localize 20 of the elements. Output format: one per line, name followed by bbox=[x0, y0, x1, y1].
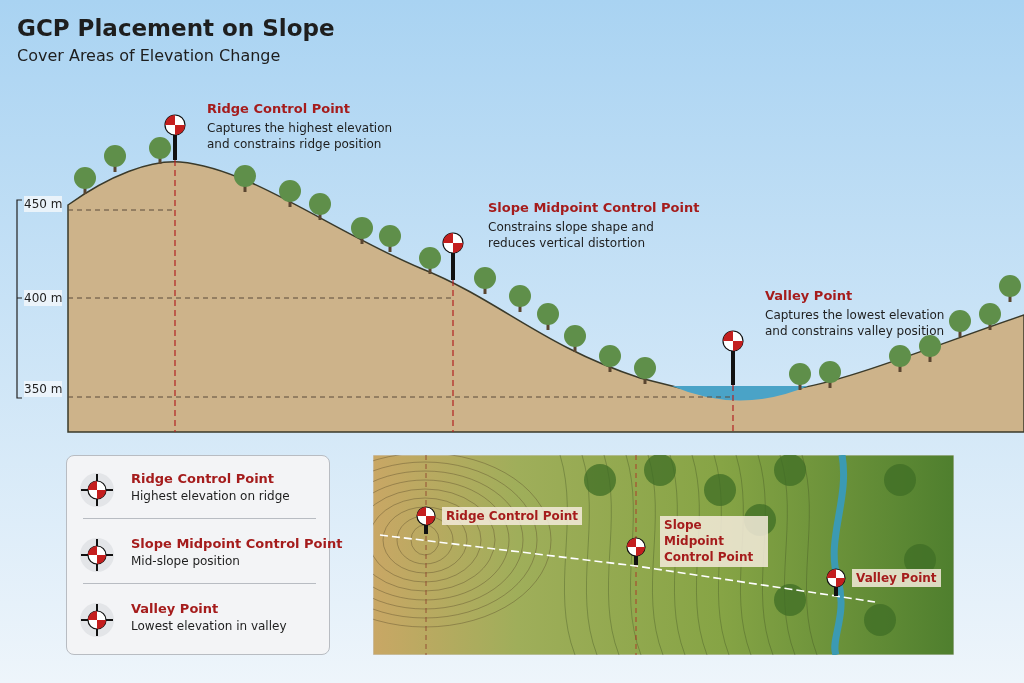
map-label: Ridge Control Point bbox=[442, 507, 583, 526]
map-label: Valley Point bbox=[852, 569, 941, 588]
elevation-value: 350 m bbox=[24, 381, 63, 398]
legend-title: Ridge Control Point bbox=[131, 470, 275, 488]
legend-description: Lowest elevation in valley bbox=[131, 618, 287, 635]
callout-description: Captures the lowest elevation and constrains valley position bbox=[765, 307, 946, 340]
legend-description: Mid-slope position bbox=[131, 553, 240, 570]
title: GCP Placement on Slope bbox=[17, 14, 335, 43]
callout-title: Ridge Control Point bbox=[207, 100, 351, 118]
subtitle: Cover Areas of Elevation Change bbox=[17, 45, 281, 67]
legend-title: Slope Midpoint Control Point bbox=[131, 535, 343, 553]
elevation-value: 450 m bbox=[24, 196, 63, 213]
callout-title: Slope Midpoint Control Point bbox=[488, 199, 700, 217]
elevation-value: 400 m bbox=[24, 290, 63, 307]
callout-description: Constrains slope shape and reduces vertical distortion bbox=[488, 219, 655, 252]
callout-title: Valley Point bbox=[765, 287, 853, 305]
legend-description: Highest elevation on ridge bbox=[131, 488, 290, 505]
callout-description: Captures the highest elevation and constrains ridge position bbox=[207, 120, 394, 153]
map-label: Slope Midpoint Control Point bbox=[660, 516, 768, 567]
legend-title: Valley Point bbox=[131, 600, 219, 618]
